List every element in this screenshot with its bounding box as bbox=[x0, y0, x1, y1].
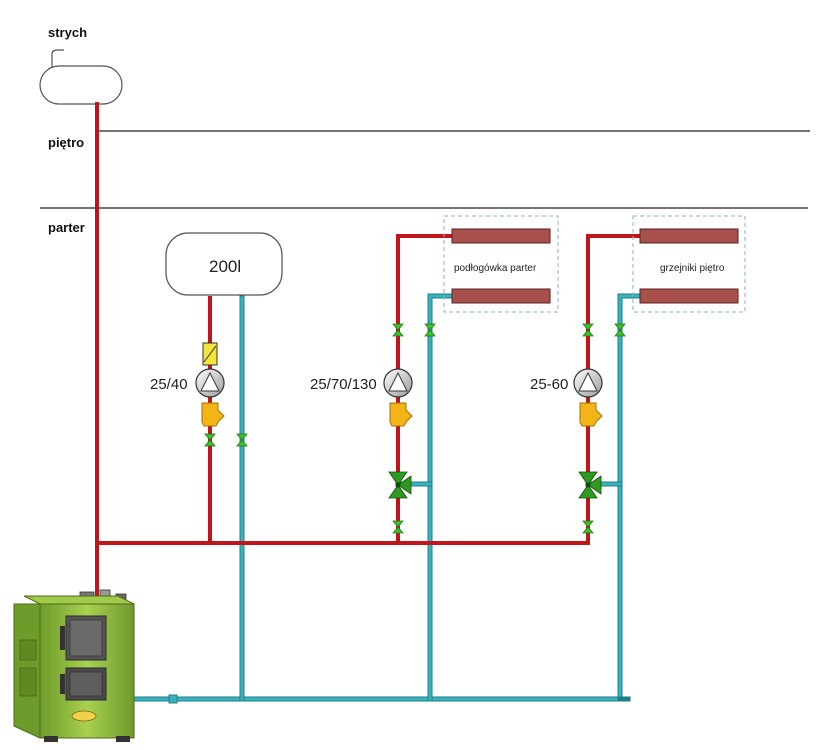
ball-valve-icon bbox=[582, 323, 594, 337]
tank-label: 200l bbox=[209, 257, 241, 276]
ball-valve-icon bbox=[392, 323, 404, 337]
supply-pipes bbox=[95, 102, 642, 600]
pump-icon bbox=[573, 368, 603, 398]
return-junction-marker bbox=[168, 694, 178, 704]
circuit-label-floor-heating: podłogówka parter bbox=[454, 263, 537, 274]
radiator-icon bbox=[639, 288, 739, 304]
boiler-icon bbox=[13, 589, 135, 742]
radiator-icon bbox=[451, 288, 551, 304]
return-pipes bbox=[127, 293, 645, 702]
ball-valve-icon bbox=[204, 433, 216, 447]
ball-valve-icon bbox=[614, 323, 626, 337]
ball-valve-icon bbox=[424, 323, 436, 337]
circuit-box-radiators-first-floor bbox=[632, 215, 746, 313]
strainer-icon bbox=[389, 402, 413, 427]
pump-label-tank: 25/40 bbox=[150, 376, 188, 393]
check-valve-icon bbox=[202, 342, 218, 366]
circuit-label-radiators-first-floor: grzejniki piętro bbox=[660, 263, 725, 274]
three-way-mixing-valve-icon bbox=[388, 471, 412, 499]
strainer-icon bbox=[579, 402, 603, 427]
pump-icon bbox=[195, 368, 225, 398]
ball-valve-icon bbox=[392, 520, 404, 534]
radiator-icon bbox=[639, 228, 739, 244]
floor-label-attic: strych bbox=[48, 25, 87, 40]
ball-valve-icon bbox=[236, 433, 248, 447]
three-way-mixing-valve-icon bbox=[578, 471, 602, 499]
hot-water-tank-icon bbox=[165, 232, 283, 296]
pump-icon bbox=[383, 368, 413, 398]
pump-label-floor-heating: 25/70/130 bbox=[310, 376, 377, 393]
floor-label-first: piętro bbox=[48, 135, 84, 150]
floor-label-ground: parter bbox=[48, 220, 85, 235]
pump-label-radiators: 25-60 bbox=[530, 376, 568, 393]
strainer-icon bbox=[201, 402, 225, 427]
expansion-tank-icon bbox=[39, 49, 123, 105]
circuit-box-floor-heating bbox=[443, 215, 559, 313]
radiator-icon bbox=[451, 228, 551, 244]
ball-valve-icon bbox=[582, 520, 594, 534]
